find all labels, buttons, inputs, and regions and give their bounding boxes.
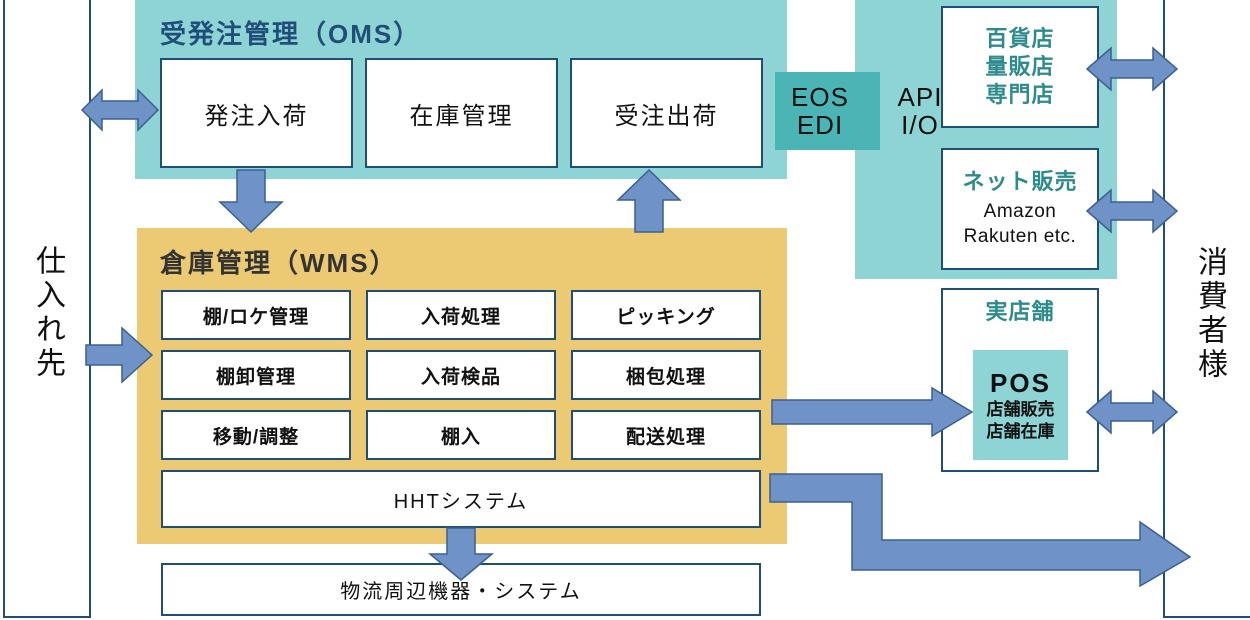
- api-io-line-1: API: [897, 81, 943, 112]
- pos-title: POS: [990, 368, 1051, 399]
- eos-edi-label: EOS EDI: [780, 74, 860, 148]
- wms-card-0[interactable]: 棚/ロケ管理: [161, 290, 351, 340]
- wms-card-2[interactable]: ピッキング: [571, 290, 761, 340]
- arrow-wms-to-pos: [771, 386, 974, 438]
- wms-card-4[interactable]: 入荷検品: [366, 350, 556, 400]
- channel-net-sales-head: ネット販売: [962, 169, 1078, 195]
- oms-panel-title: 受発注管理（OMS）: [160, 19, 422, 49]
- channel-net-sales[interactable]: ネット販売 Amazon Rakuten etc.: [941, 148, 1099, 270]
- channel-physical-store-head: 実店舗: [985, 299, 1055, 324]
- channel-net-sales-sub: Amazon Rakuten etc.: [964, 200, 1077, 249]
- oms-card-2[interactable]: 受注出荷: [570, 58, 763, 168]
- arrow-supplier-oms: [80, 88, 160, 132]
- arrow-supplier-wms: [85, 326, 154, 384]
- pos-sub-line-0: 店舗販売: [986, 400, 1055, 420]
- channel-retail-stores[interactable]: 百貨店 量販店 専門店: [941, 6, 1099, 128]
- api-io-line-2: I/O: [901, 110, 939, 140]
- retail-line-0: 百貨店: [985, 26, 1055, 52]
- arrow-oms-to-wms-down: [218, 169, 284, 234]
- arrow-retail-consumer: [1085, 46, 1179, 92]
- wms-card-3[interactable]: 棚卸管理: [161, 350, 351, 400]
- wms-card-8[interactable]: 配送処理: [571, 410, 761, 460]
- retail-line-1: 量販店: [985, 54, 1055, 80]
- pos-subtitle: 店舗販売 店舗在庫: [987, 399, 1055, 442]
- api-io-label: API I/O: [880, 74, 960, 148]
- wms-card-5[interactable]: 梱包処理: [571, 350, 761, 400]
- retail-line-2: 専門店: [985, 81, 1055, 107]
- arrow-hht-to-logistics: [427, 527, 495, 581]
- arrow-pos-consumer: [1085, 389, 1179, 435]
- arrow-netsales-consumer: [1085, 188, 1179, 234]
- wms-card-6[interactable]: 移動/調整: [161, 410, 351, 460]
- eos-edi-block: [775, 72, 880, 150]
- supplier-channel-label: 仕入れ先: [31, 245, 64, 381]
- arrow-wms-to-consumer-elbow: [769, 473, 1192, 588]
- wms-card-1[interactable]: 入荷処理: [366, 290, 556, 340]
- channel-retail-stores-head: 百貨店 量販店 専門店: [985, 25, 1054, 108]
- consumer-channel-label: 消費者様: [1193, 246, 1226, 382]
- logistics-peripherals-box[interactable]: 物流周辺機器・システム: [161, 563, 761, 616]
- arrow-wms-to-oms-up: [616, 168, 682, 233]
- supplier-channel-box: [3, 0, 91, 618]
- consumer-channel-box: [1163, 0, 1250, 618]
- net-sub-line-1: Rakuten etc.: [963, 225, 1077, 247]
- wms-hht-card[interactable]: HHTシステム: [161, 470, 761, 528]
- wms-card-7[interactable]: 棚入: [366, 410, 556, 460]
- eos-edi-line-1: EOS: [791, 81, 849, 112]
- eos-edi-line-2: EDI: [796, 110, 844, 140]
- oms-card-1[interactable]: 在庫管理: [365, 58, 558, 168]
- oms-card-0[interactable]: 発注入荷: [160, 58, 353, 168]
- wms-panel-title: 倉庫管理（WMS）: [160, 248, 398, 278]
- net-sub-line-0: Amazon: [983, 201, 1057, 223]
- pos-tile[interactable]: POS 店舗販売 店舗在庫: [973, 350, 1068, 460]
- pos-sub-line-1: 店舗在庫: [986, 421, 1055, 441]
